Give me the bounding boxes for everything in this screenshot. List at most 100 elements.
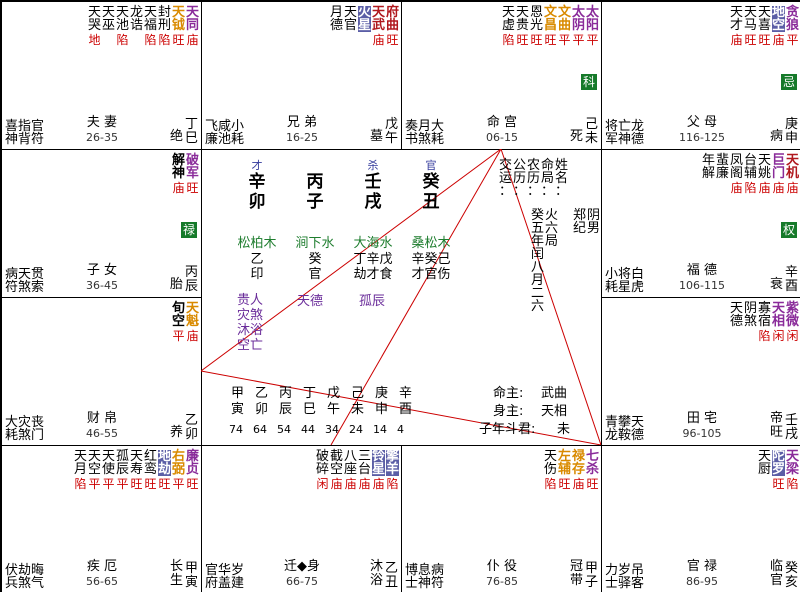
star-name: 地空 — [772, 5, 786, 33]
palace-ganzhi: 甲寅 — [184, 561, 198, 590]
nayin: 涧下水 — [295, 236, 335, 251]
sanfang-lines — [201, 149, 601, 445]
minor-star: 天池陷 — [116, 6, 129, 47]
info-label: 农历： — [527, 158, 541, 199]
star-name: 天贵 — [516, 5, 530, 33]
palace-name: 福 德 — [686, 263, 718, 278]
star-brightness: 平 — [558, 33, 571, 47]
major-stars: 七杀旺禄存庙左辅旺天伤陷 — [544, 450, 599, 491]
star-brightness: 庙 — [330, 477, 343, 491]
star-brightness — [749, 329, 753, 343]
guchen: 孤辰 — [359, 294, 386, 309]
small-star: 指背 — [18, 119, 32, 147]
star-name: 天喜 — [758, 5, 772, 33]
ten-gods: 劫才食 — [353, 267, 393, 282]
star-brightness: 旺 — [744, 33, 757, 47]
dayun-age: 54 — [277, 423, 291, 436]
master-value: 未 — [557, 422, 571, 437]
star-name: 天月 — [74, 449, 88, 477]
star-name: 孤辰 — [116, 449, 130, 477]
star-name: 天马 — [744, 5, 758, 33]
star-brightness: 旺 — [144, 477, 157, 491]
life-stage: 临官 — [769, 559, 783, 588]
dayun-branch: 卯 — [255, 402, 269, 417]
star-name: 天寿 — [130, 449, 144, 477]
star-brightness: 庙 — [186, 329, 199, 343]
palace-age-range: 106-115 — [679, 279, 725, 292]
major-star: 天钺旺 — [172, 6, 185, 47]
palace-ganzhi: 癸亥 — [784, 561, 798, 590]
star-brightness: 旺 — [772, 477, 785, 491]
minor-star: 天福陷 — [144, 6, 157, 47]
star-brightness: 平 — [786, 33, 799, 47]
small-star: 飞廉 — [205, 119, 219, 147]
palace-age-range: 16-25 — [286, 131, 318, 144]
star-brightness: 庙 — [358, 477, 371, 491]
major-stars: 贪狼平地空庙天喜旺天马旺天才庙 — [730, 6, 799, 47]
star-name: 台辅 — [744, 153, 758, 181]
palace-age-range: 36-45 — [86, 279, 118, 292]
star-brightness: 平 — [88, 477, 101, 491]
bottom-small-stars: 飞廉咸池小耗 — [205, 120, 244, 146]
small-star: 晦气 — [31, 563, 45, 591]
palace-name: 疾 厄 — [86, 559, 118, 574]
small-star: 华盖 — [218, 563, 232, 591]
palace-name: 夫 妻 — [86, 115, 118, 130]
star-brightness: 庙 — [344, 477, 357, 491]
major-star: 太阴平 — [572, 6, 585, 47]
bazi-pillar: 杀壬戌 — [364, 159, 382, 212]
minor-star: 天厨 — [758, 450, 771, 491]
minor-star: 天贵旺 — [516, 6, 529, 47]
star-brightness: 旺 — [586, 477, 599, 491]
master-value: 天相 — [541, 404, 568, 419]
life-stage: 病 — [769, 129, 783, 144]
small-star: 灾煞 — [18, 415, 32, 443]
minor-star: 三台庙 — [358, 450, 371, 491]
star-name: 龙诰 — [130, 5, 144, 33]
major-star: 陀罗旺 — [772, 450, 786, 491]
star-brightness: 旺 — [186, 181, 199, 195]
small-star: 丧门 — [31, 415, 45, 443]
star-name: 月德 — [330, 5, 344, 33]
info-label: 命局： — [541, 158, 555, 199]
dayun-branch: 申 — [375, 402, 389, 417]
major-star: 地劫旺 — [158, 450, 172, 491]
major-star: 天机庙 — [786, 154, 799, 195]
star-name: 右弼 — [172, 449, 186, 477]
bazi-pillar: 丙子 — [306, 172, 324, 212]
star-name: 文昌 — [544, 5, 558, 33]
star-name: 天梁 — [786, 449, 800, 477]
small-star: 喜神 — [5, 119, 19, 147]
star-name: 天武 — [372, 5, 386, 33]
star-brightness: 平 — [116, 477, 129, 491]
dayun-age: 24 — [349, 423, 363, 436]
major-star: 擎羊陷 — [386, 450, 400, 491]
palace-age-range: 06-15 — [486, 131, 518, 144]
dayun-branch: 辰 — [279, 402, 293, 417]
bottom-small-stars: 喜神指背官符 — [5, 120, 44, 146]
star-name: 封刑 — [158, 5, 172, 33]
shensha-list: 贵人灾煞沐浴空亡 — [237, 293, 264, 353]
minor-star: 天使平 — [102, 450, 115, 491]
small-star: 劫煞 — [18, 563, 32, 591]
hidden-stems: 乙 — [250, 252, 264, 267]
nayin: 大海水 — [353, 236, 393, 251]
star-brightness: 陷 — [386, 477, 399, 491]
major-star: 廉贞旺 — [186, 450, 199, 491]
star-name: 天厨 — [758, 449, 772, 477]
major-star: 右弼平 — [172, 450, 185, 491]
star-brightness: 庙 — [172, 181, 185, 195]
palace-ganzhi: 甲子 — [584, 561, 598, 590]
